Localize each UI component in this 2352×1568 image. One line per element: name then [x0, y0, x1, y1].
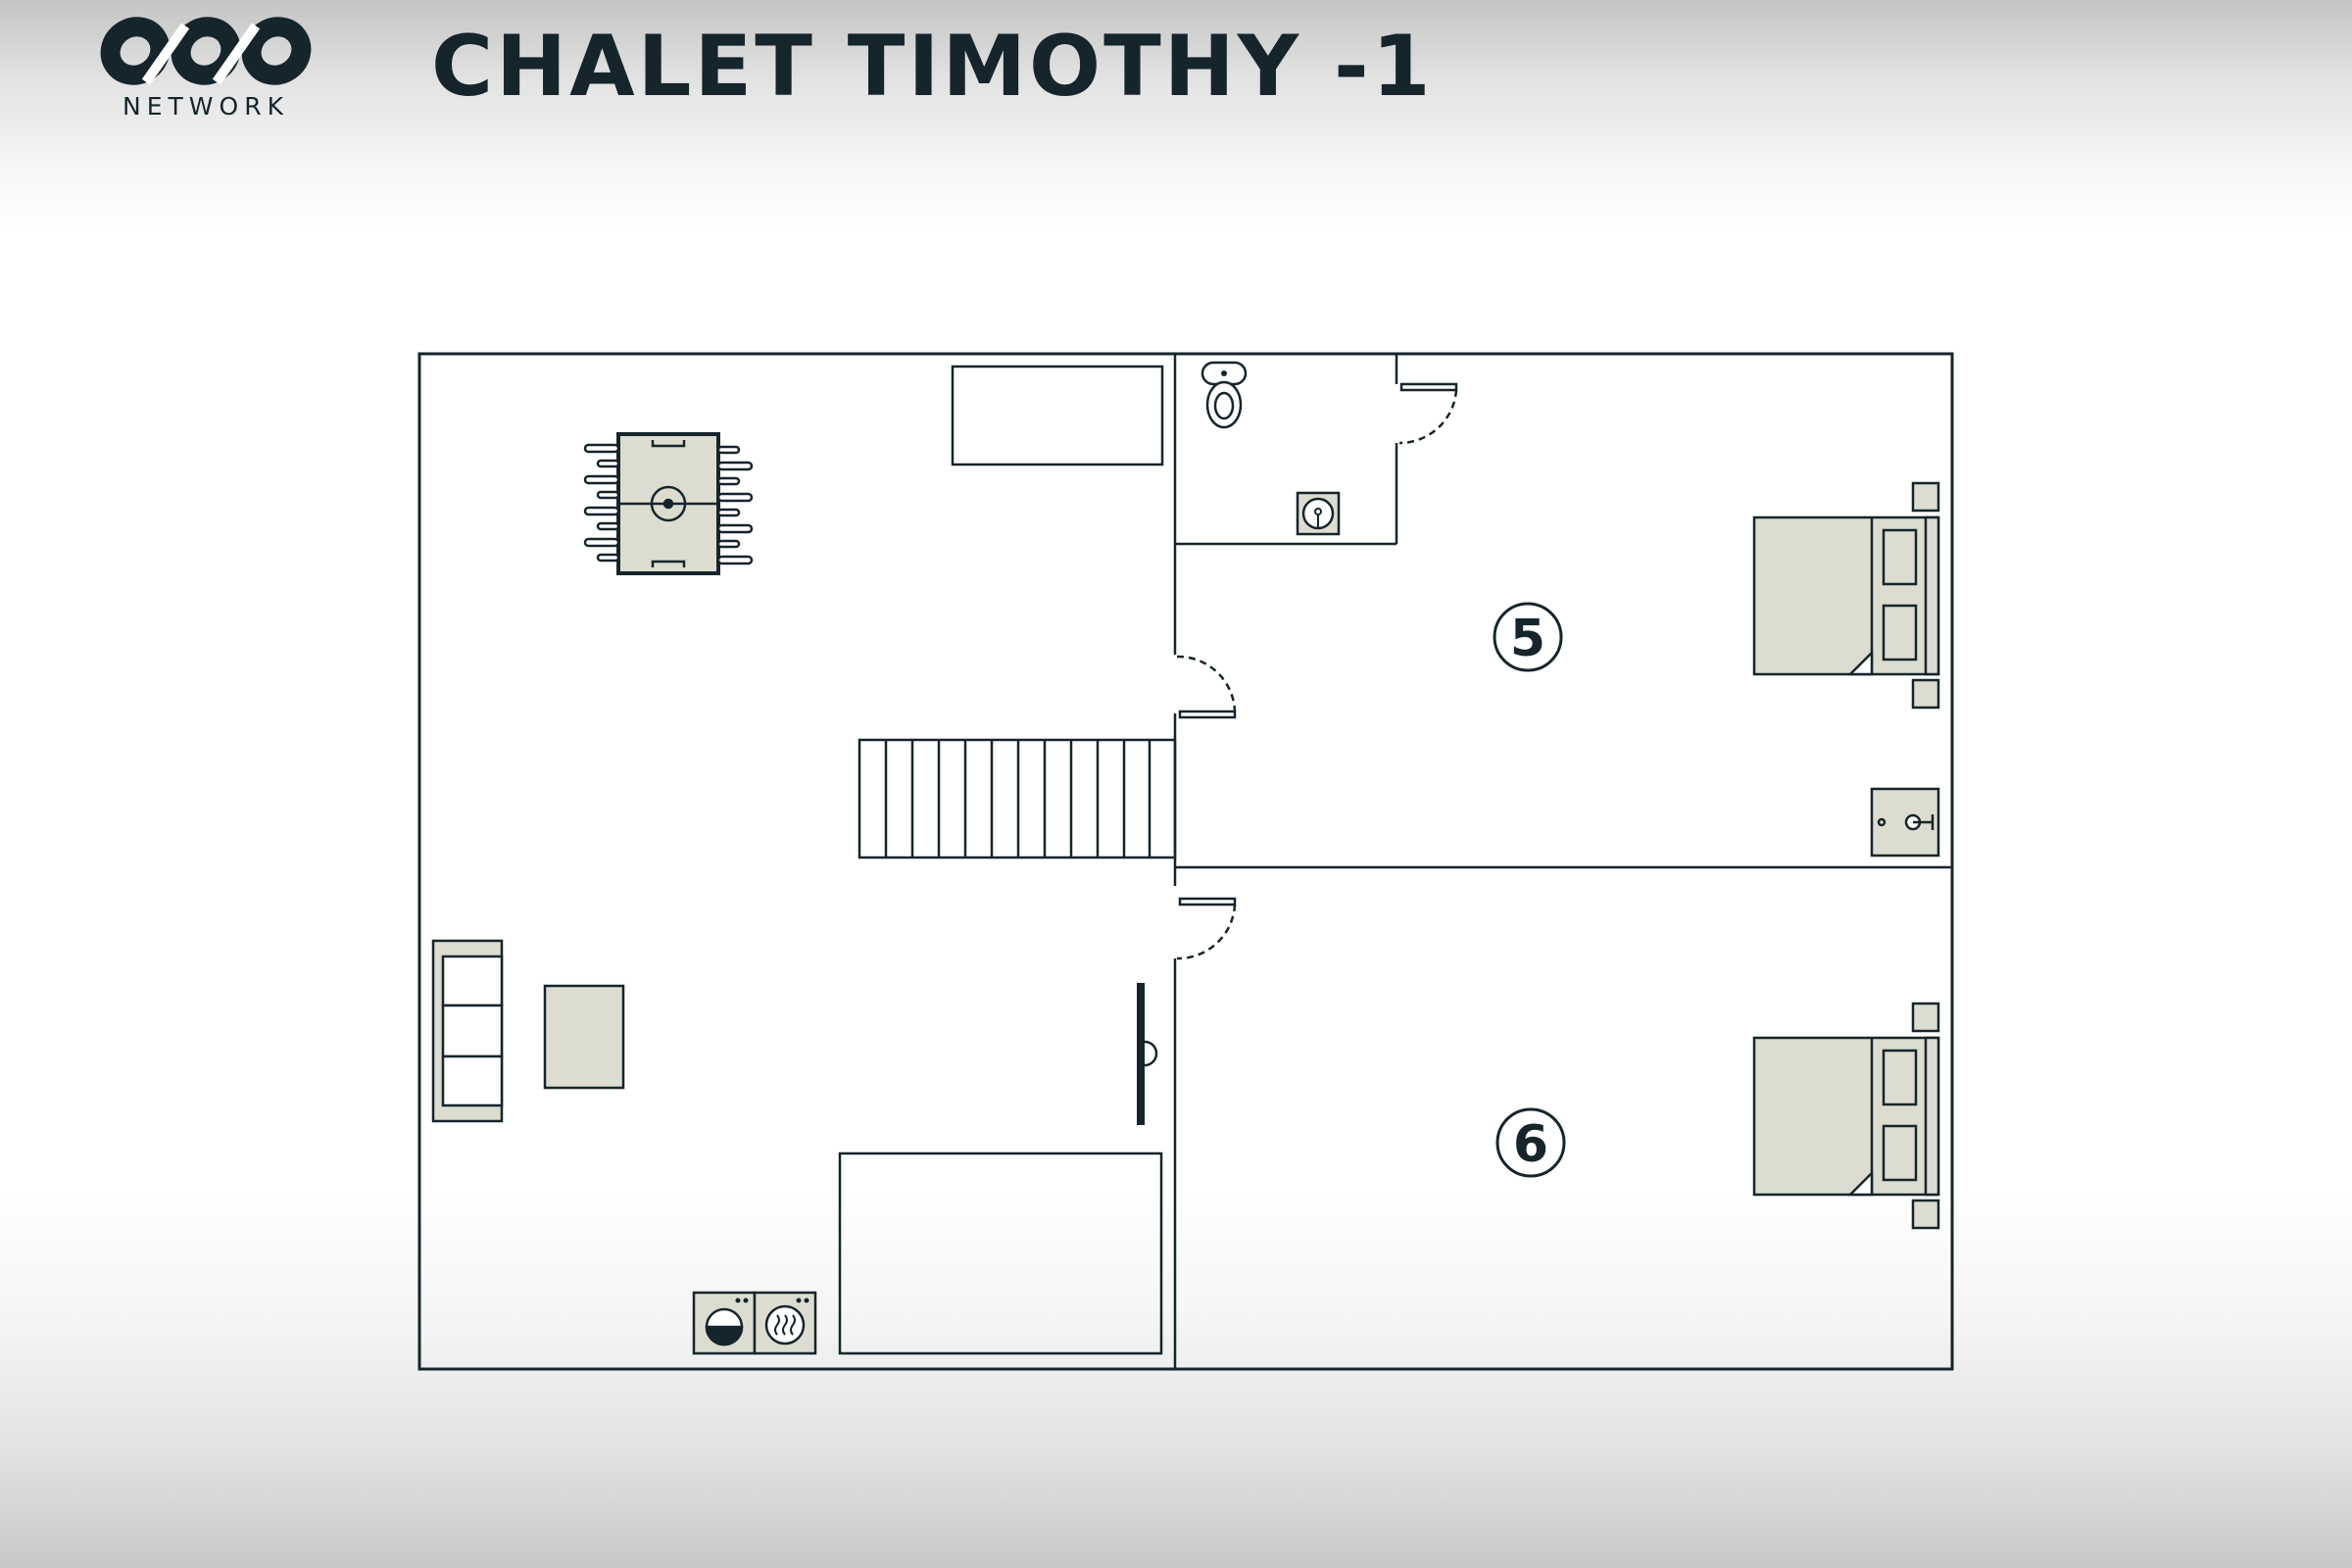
dryer-icon	[753, 1291, 817, 1355]
outer-wall	[417, 352, 1954, 1371]
tv-icon	[1137, 983, 1158, 1125]
washing-machine-icon	[692, 1291, 757, 1355]
room-6-badge	[1495, 1107, 1566, 1178]
shower-drain-icon	[1296, 491, 1341, 536]
door-room-6	[1176, 897, 1237, 960]
stairs-icon	[858, 738, 1177, 859]
room-5-number: 5	[1510, 610, 1545, 668]
room-5-badge	[1493, 602, 1563, 672]
brand-name: NETWORK	[122, 92, 289, 121]
door-bathroom	[1398, 382, 1458, 445]
sideboard	[951, 365, 1164, 466]
interior-walls	[1173, 354, 1952, 1369]
bed-icon	[1752, 481, 1940, 710]
safe-icon	[1870, 787, 1940, 858]
bed-icon-room-6	[1752, 1002, 1940, 1230]
foosball-table-icon	[583, 432, 754, 575]
coffee-table	[543, 984, 625, 1090]
brand-logo-icon	[100, 17, 312, 85]
page-title: CHALET TIMOTHY -1	[431, 18, 1434, 116]
sofa-icon	[431, 939, 504, 1123]
room-6-number: 6	[1513, 1115, 1548, 1174]
door-room-5	[1176, 655, 1237, 719]
storage-area	[838, 1152, 1163, 1355]
toilet-icon	[1200, 361, 1248, 429]
